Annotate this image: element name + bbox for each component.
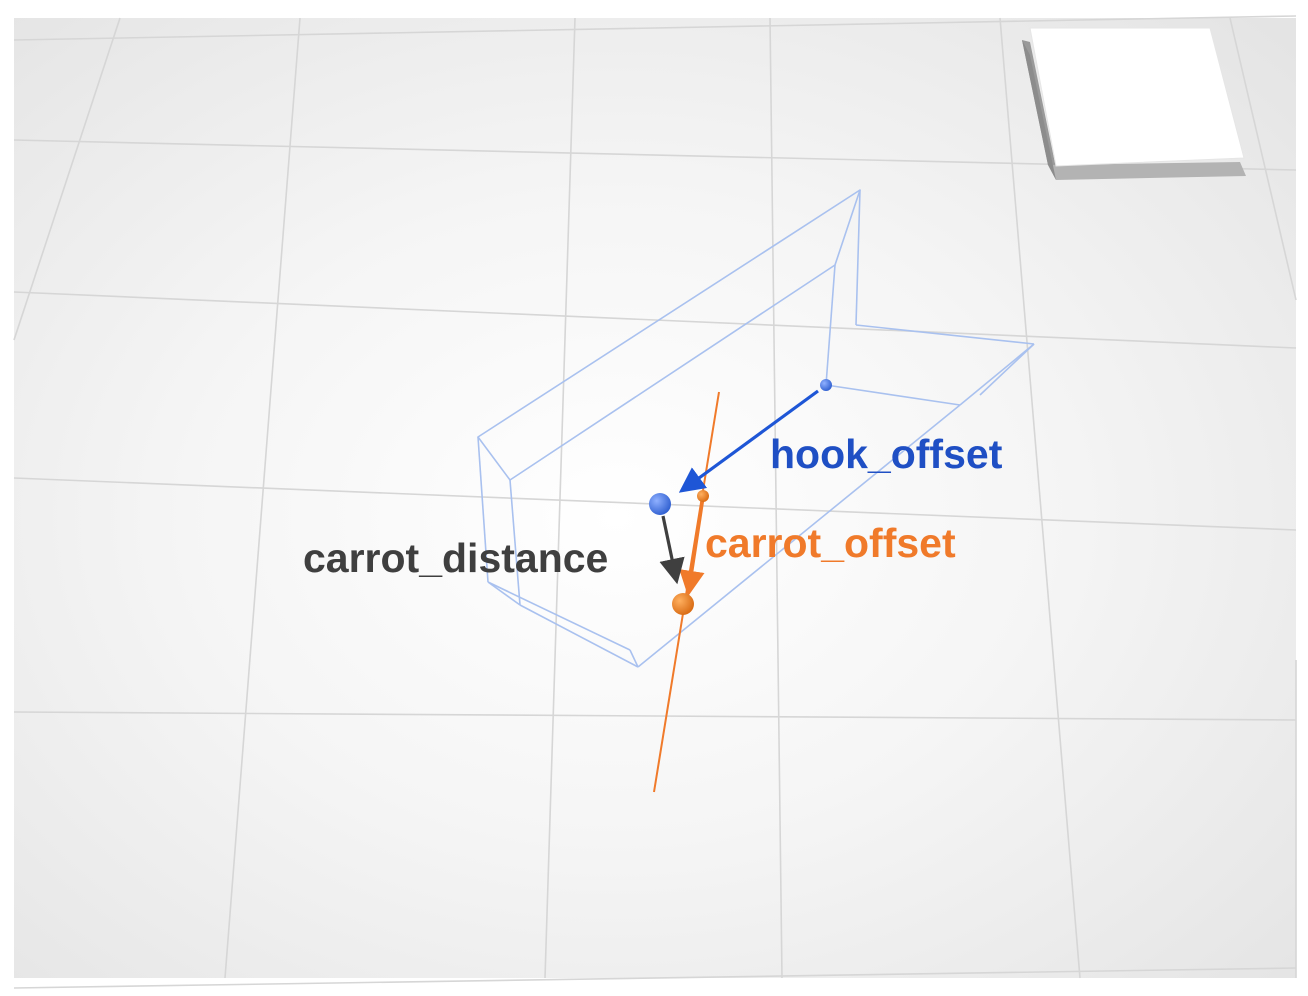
floor-grid xyxy=(13,15,1297,989)
hook-wireframe xyxy=(477,189,1035,668)
hook-point xyxy=(649,493,671,515)
grid-line xyxy=(224,17,301,979)
grid-line xyxy=(13,17,121,341)
grid-line xyxy=(544,17,576,979)
grid-line xyxy=(13,711,1297,721)
grid-line xyxy=(769,17,783,979)
hook-point-small xyxy=(820,379,832,391)
grid-line xyxy=(1229,17,1297,301)
hook-offset-label: hook_offset xyxy=(770,431,1003,477)
grid-line xyxy=(13,291,1297,349)
grid-line xyxy=(13,967,1297,989)
carrot-offset-arrow xyxy=(679,497,705,597)
box-object xyxy=(1022,27,1246,180)
grid-line xyxy=(999,17,1081,979)
carrot-point xyxy=(672,593,694,615)
carrot-distance-label: carrot_distance xyxy=(303,535,608,581)
carrot-offset-point xyxy=(697,490,709,502)
carrot-offset-label: carrot_offset xyxy=(705,520,956,566)
grid-line xyxy=(13,15,1297,41)
hook-offset-arrow xyxy=(678,389,819,493)
carrot-distance-arrow xyxy=(659,515,685,585)
